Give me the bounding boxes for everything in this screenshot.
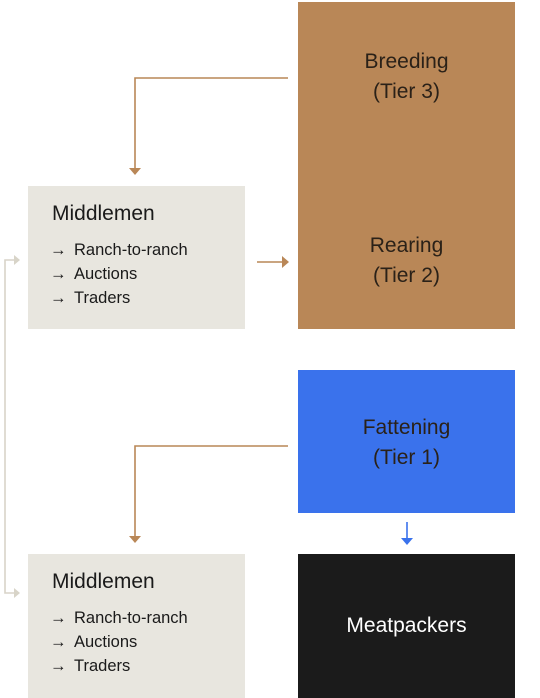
list-item: → Ranch-to-ranch [50, 238, 188, 262]
middlemen-lower-list: → Ranch-to-ranch → Auctions → Traders [50, 606, 188, 678]
middlemen-upper-title: Middlemen [52, 202, 155, 225]
arrowhead-down-icon [401, 538, 413, 545]
arrow-right-icon: → [50, 657, 67, 675]
list-item-label: Ranch-to-ranch [74, 241, 188, 259]
meatpackers-label: Meatpackers [346, 614, 467, 637]
arrow-right-icon: → [50, 609, 67, 627]
arrowhead-right-icon [14, 255, 20, 265]
middlemen-upper-list: → Ranch-to-ranch → Auctions → Traders [50, 238, 188, 310]
list-item: → Ranch-to-ranch [50, 606, 188, 630]
list-item-label: Auctions [74, 265, 138, 283]
list-item: → Auctions [50, 630, 188, 654]
arrowhead-right-icon [282, 256, 289, 268]
fattening-box: Fattening (Tier 1) [298, 370, 515, 513]
middlemen-upper-box: Middlemen → Ranch-to-ranch → Auctions → Tra… [28, 186, 245, 329]
arrow-right-icon: → [50, 241, 67, 259]
fattening-title: Fattening [362, 416, 451, 439]
rearing-tier: (Tier 2) [373, 264, 440, 287]
arrow-right-icon: → [50, 265, 67, 283]
connector-breeding-to-middlemen [134, 77, 288, 168]
list-item-label: Ranch-to-ranch [74, 609, 188, 627]
list-item: → Auctions [50, 262, 188, 286]
breeding-tier: (Tier 3) [373, 80, 440, 103]
list-item: → Traders [50, 286, 188, 310]
breeding-rearing-box: Breeding (Tier 3) Rearing (Tier 2) [298, 2, 515, 329]
rearing-title: Rearing [369, 234, 444, 257]
arrow-right-icon: → [50, 633, 67, 651]
breeding-title: Breeding [364, 50, 449, 73]
arrowhead-down-icon [129, 536, 141, 543]
connector-middlemen-bracket [4, 259, 14, 594]
list-item-label: Traders [74, 657, 131, 675]
list-item-label: Auctions [74, 633, 138, 651]
middlemen-lower-box: Middlemen → Ranch-to-ranch → Auctions → Tra… [28, 554, 245, 698]
arrowhead-right-icon [14, 588, 20, 598]
list-item-label: Traders [74, 289, 131, 307]
arrowhead-down-icon [129, 168, 141, 175]
middlemen-lower-title: Middlemen [52, 570, 155, 593]
fattening-label: Fattening (Tier 1) [298, 413, 515, 473]
breeding-label: Breeding (Tier 3) [298, 47, 515, 107]
arrow-right-icon: → [50, 289, 67, 307]
rearing-label: Rearing (Tier 2) [298, 231, 515, 291]
meatpackers-box: Meatpackers [298, 554, 515, 698]
list-item: → Traders [50, 654, 188, 678]
connector-fattening-to-middlemen [134, 445, 288, 536]
fattening-tier: (Tier 1) [373, 446, 440, 469]
